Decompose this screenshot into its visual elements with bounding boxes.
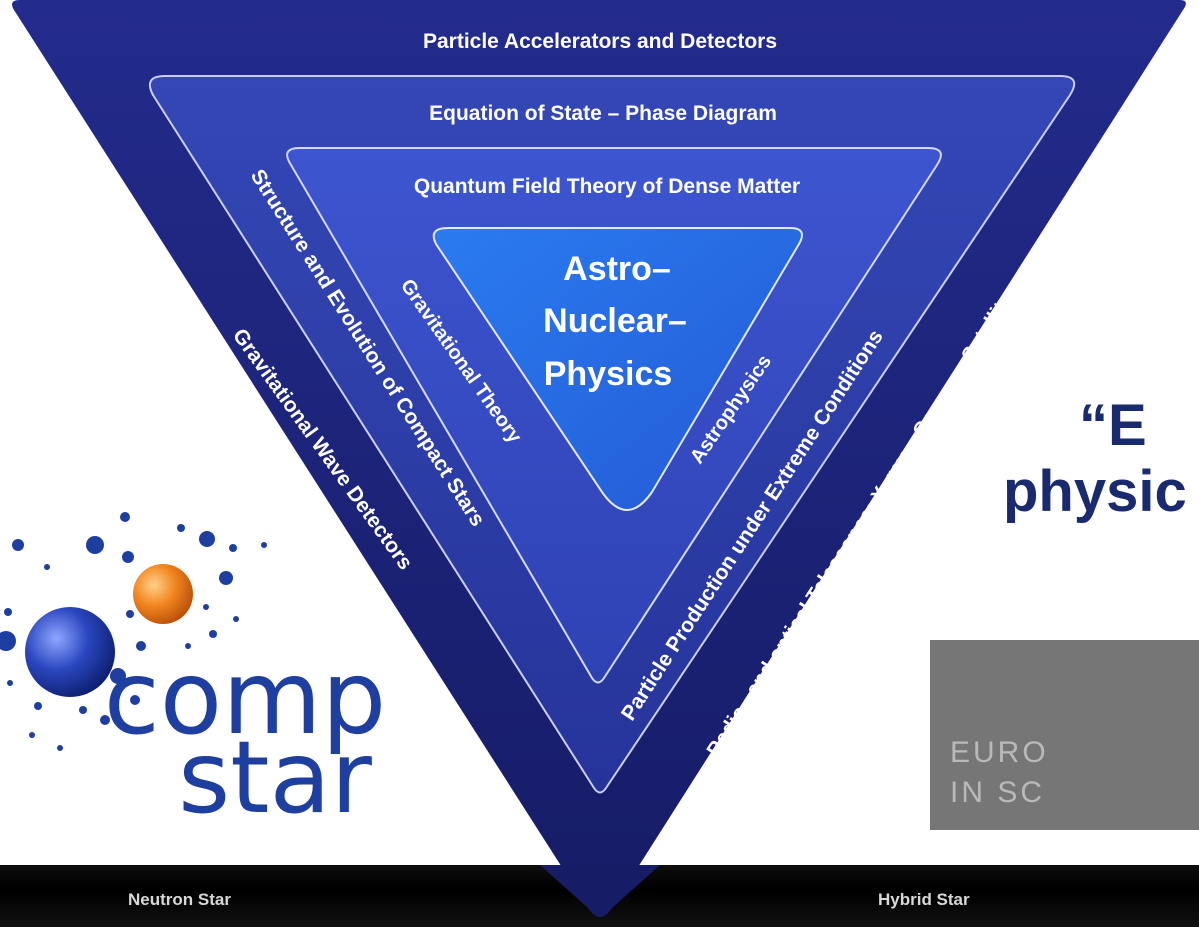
- logo-text-comp: comp: [104, 639, 387, 758]
- right-title-line-2: physic: [1003, 459, 1187, 524]
- layer2-title: Equation of State – Phase Diagram: [429, 102, 777, 125]
- layer3-title: Quantum Field Theory of Dense Matter: [414, 175, 800, 198]
- cost-logo-box: EURO IN SC: [930, 640, 1199, 830]
- core-line-2: Nuclear–: [543, 302, 687, 340]
- logo-text-star: star: [178, 719, 373, 836]
- core-triangle: [432, 227, 803, 511]
- logo-dots: [0, 512, 267, 751]
- compstar-logo: [0, 512, 267, 751]
- hybrid-star-label: Hybrid Star: [878, 890, 970, 909]
- logo-orange-ball: [133, 564, 193, 624]
- cost-line-2: IN SC: [950, 776, 1046, 809]
- top-banner-text: Particle Accelerators and Detectors: [423, 30, 777, 53]
- logo-blue-ball: [25, 607, 115, 697]
- right-title-line-1: “E: [1079, 393, 1147, 458]
- core-line-3: Physics: [544, 355, 673, 393]
- core-line-1: Astro–: [563, 250, 671, 288]
- neutron-star-label: Neutron Star: [128, 890, 231, 909]
- cost-line-1: EURO: [950, 736, 1049, 769]
